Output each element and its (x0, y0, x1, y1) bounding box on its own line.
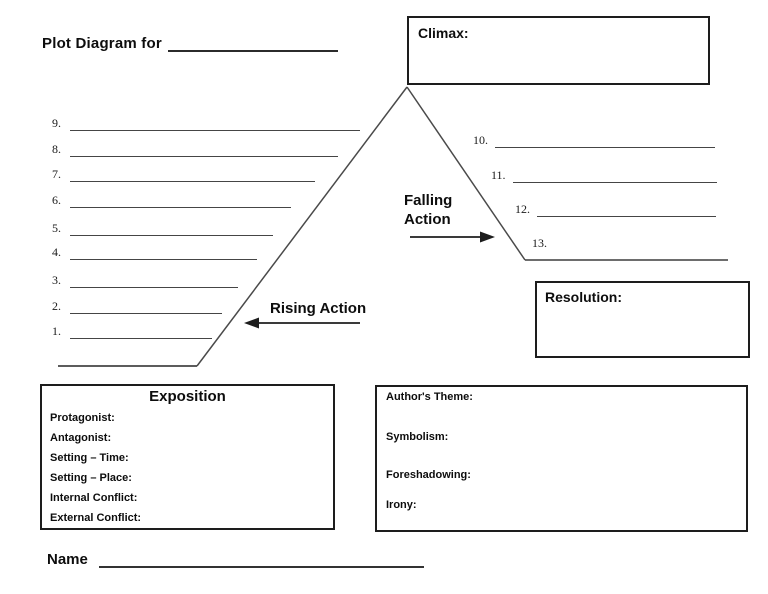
falling-blank-row-13: 13. (532, 235, 554, 251)
line-number: 11. (491, 168, 506, 182)
line-number: 12. (515, 202, 530, 216)
page-title: Plot Diagram for (42, 34, 338, 52)
falling-action-arrow (410, 231, 495, 243)
line-number: 4. (52, 245, 61, 259)
analysis-field-authors-theme: Author's Theme: (386, 391, 473, 403)
falling-blank-row-12: 12. (515, 201, 716, 217)
analysis-box: Author's Theme: Symbolism: Foreshadowing… (375, 385, 748, 532)
rising-blank-row-3: 3. (52, 272, 238, 288)
line-number: 6. (52, 193, 61, 207)
rising-blank-row-1: 1. (52, 323, 212, 339)
analysis-field-foreshadowing: Foreshadowing: (386, 469, 471, 481)
blank-line (495, 132, 715, 148)
analysis-field-irony: Irony: (386, 499, 417, 511)
falling-blank-row-11: 11. (491, 167, 717, 183)
climax-label: Climax: (418, 25, 469, 41)
exposition-box: Exposition Protagonist: Antagonist: Sett… (40, 384, 335, 530)
exposition-field-internal-conflict: Internal Conflict: (50, 492, 138, 504)
line-number: 1. (52, 324, 61, 338)
rising-blank-row-8: 8. (52, 141, 338, 157)
rising-blank-row-4: 4. (52, 244, 257, 260)
resolution-box: Resolution: (535, 281, 750, 358)
name-blank-line (98, 551, 424, 568)
exposition-title: Exposition (149, 388, 226, 405)
blank-line (70, 166, 315, 182)
resolution-label: Resolution: (545, 289, 622, 305)
blank-line (513, 167, 717, 183)
rising-blank-row-2: 2. (52, 298, 222, 314)
exposition-field-external-conflict: External Conflict: (50, 512, 142, 524)
line-number: 13. (532, 236, 547, 250)
name-row: Name (47, 551, 424, 568)
blank-line (70, 272, 238, 288)
blank-line (70, 192, 291, 208)
title-blank-line (167, 34, 338, 52)
exposition-field-setting-time: Setting – Time: (50, 452, 129, 464)
exposition-field-setting-place: Setting – Place: (50, 472, 132, 484)
rising-blank-row-7: 7. (52, 166, 315, 182)
rising-blank-row-6: 6. (52, 192, 291, 208)
exposition-field-protagonist: Protagonist: (50, 412, 115, 424)
falling-blank-row-10: 10. (473, 132, 715, 148)
falling-action-label: Falling Action (404, 192, 453, 228)
rising-action-arrow (244, 317, 360, 329)
exposition-field-antagonist: Antagonist: (50, 432, 112, 444)
line-number: 9. (52, 116, 61, 130)
blank-line (70, 115, 360, 131)
blank-line (70, 298, 222, 314)
name-label: Name (47, 551, 88, 568)
blank-line (70, 323, 212, 339)
line-number: 3. (52, 273, 61, 287)
blank-line (70, 220, 273, 236)
rising-blank-row-5: 5. (52, 220, 273, 236)
line-number: 5. (52, 221, 61, 235)
rising-blank-row-9: 9. (52, 115, 360, 131)
blank-line (70, 244, 257, 260)
line-number: 10. (473, 133, 488, 147)
climax-box: Climax: (407, 16, 710, 85)
blank-line (537, 201, 716, 217)
line-number: 7. (52, 167, 61, 181)
rising-action-label: Rising Action (270, 300, 367, 317)
analysis-field-symbolism: Symbolism: (386, 431, 449, 443)
page-title-label: Plot Diagram for (42, 35, 162, 52)
line-number: 8. (52, 142, 61, 156)
blank-line (70, 141, 338, 157)
line-number: 2. (52, 299, 61, 313)
